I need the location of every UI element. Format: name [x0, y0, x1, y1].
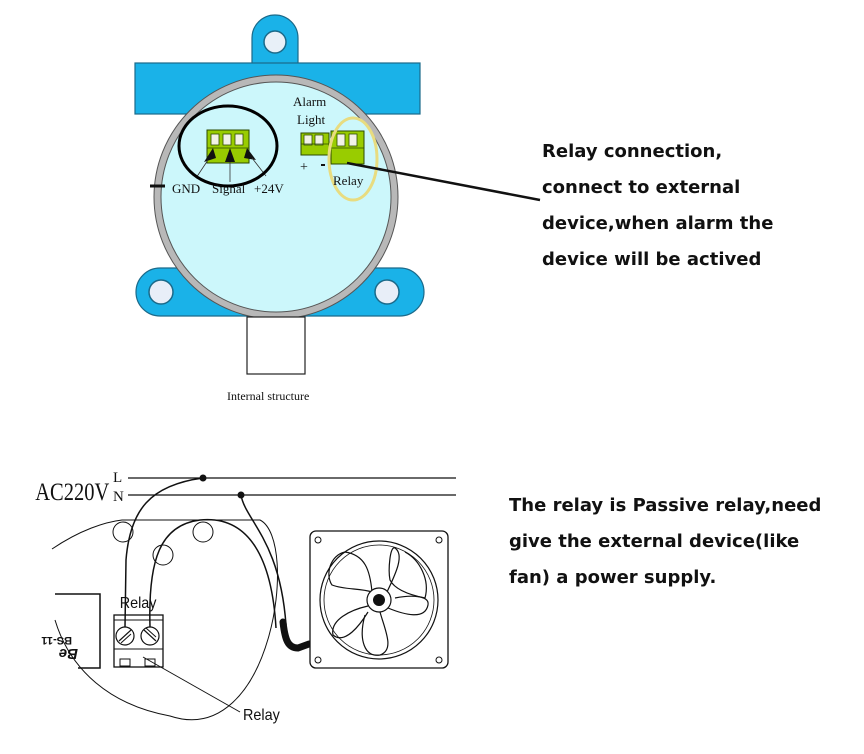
board-text-brand: Be [59, 645, 78, 662]
wire-live-to-relay [124, 477, 204, 628]
signal-terminal-highlight [177, 104, 279, 188]
signal-terminal-block [195, 129, 267, 182]
note-line: Relay connection, [542, 141, 723, 162]
relay-pointer-line [346, 161, 541, 202]
gnd-label: GND [172, 181, 200, 196]
detector-internal-structure: Alarm Light + Relay GND Signal +24V Inte… [134, 14, 541, 403]
relay-pointer-label: Relay [243, 706, 280, 724]
wire-relay-to-fan [149, 518, 277, 629]
note-line: device will be actived [542, 249, 762, 270]
fan-cable [279, 618, 313, 652]
relay-highlight-ring [327, 116, 379, 202]
note-line: connect to external [542, 177, 741, 198]
relay-connection-note: Relay connection, connect to external de… [542, 134, 773, 278]
relay-label: Relay [333, 173, 364, 188]
fan-icon [309, 530, 449, 669]
board-text-model: BS-11 [41, 634, 72, 646]
note-line: The relay is Passive relay,need [509, 495, 822, 516]
relay-top-label: Relay [120, 594, 157, 612]
plus-label: + [300, 160, 308, 175]
light-label: Light [297, 112, 326, 127]
screw-hole-3 [192, 521, 214, 543]
alarm-light-terminal [300, 132, 330, 156]
top-mounting-ear [251, 14, 299, 67]
circuit-board-edge: BS-11 Be [41, 593, 101, 669]
note-line: give the external device(like [509, 531, 800, 552]
line-l-label: L [113, 470, 122, 486]
sensor-stem [246, 316, 306, 375]
relay-wiring-diagram: AC220V L N BS-11 Be [35, 470, 456, 724]
passive-relay-note: The relay is Passive relay,need give the… [509, 488, 821, 596]
mount-hole-right [374, 279, 400, 305]
internal-structure-caption: Internal structure [227, 389, 309, 403]
line-n-label: N [113, 489, 124, 505]
mount-hole-left [148, 279, 174, 305]
relay-pointer [142, 656, 241, 713]
signal-label: Signal [212, 181, 246, 196]
screw-hole-1 [112, 521, 134, 543]
wire-neutral-to-fan [240, 494, 287, 626]
v24-label: +24V [254, 181, 284, 196]
screw-hole-2 [152, 544, 174, 566]
relay-terminal [330, 130, 365, 165]
note-line: fan) a power supply. [509, 567, 717, 588]
alarm-label: Alarm [293, 94, 326, 109]
detector-outline [51, 519, 278, 720]
relay-terminal-block [113, 614, 164, 668]
note-line: device,when alarm the [542, 213, 774, 234]
ac220v-label: AC220V [35, 478, 109, 505]
